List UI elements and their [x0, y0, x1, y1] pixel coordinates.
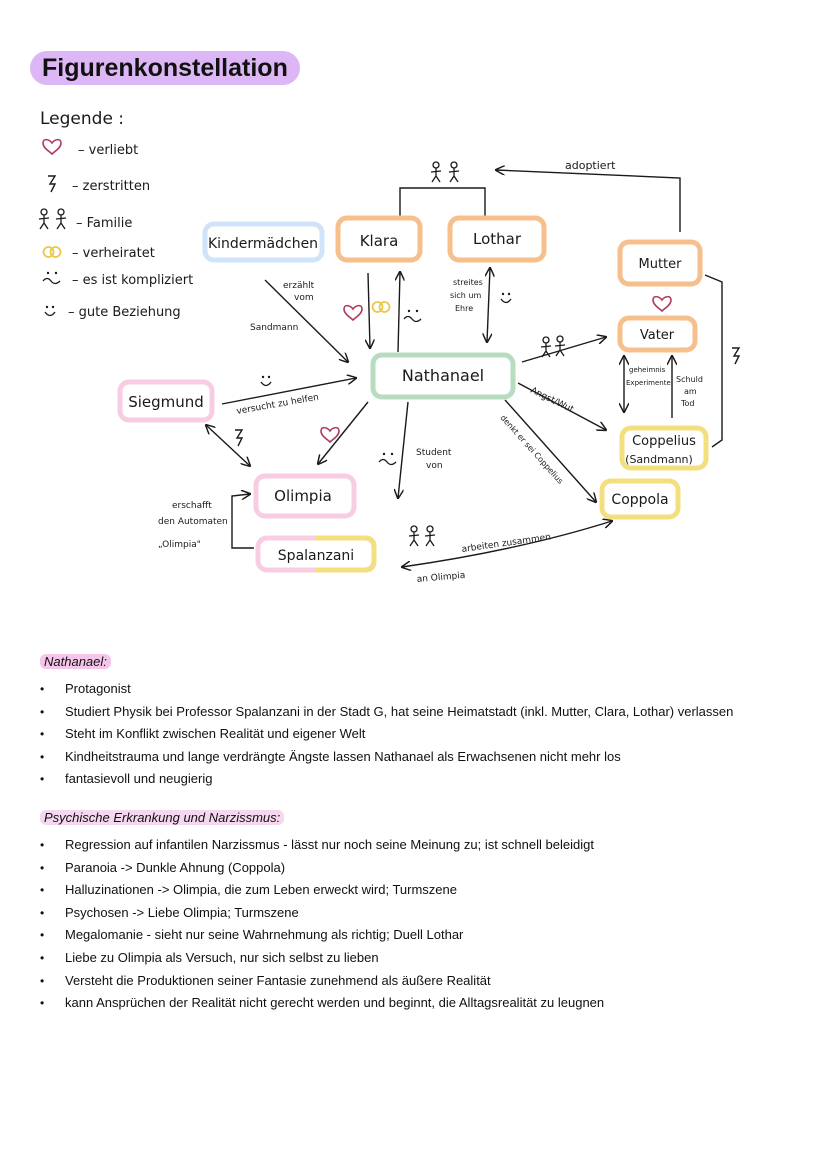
list-item: Steht im Konflikt zwischen Realität und …	[40, 723, 810, 746]
legend-label-kompliziert: – es ist kompliziert	[72, 273, 193, 288]
rings-icon	[42, 246, 62, 258]
smile-lothar-icon	[500, 292, 512, 304]
smile-icon	[44, 305, 56, 317]
legend: Legende : – verliebt – zerstritten – Fam…	[38, 109, 193, 320]
legend-title: Legende :	[40, 109, 124, 129]
node-coppelius-label: Coppelius	[632, 434, 696, 449]
list-item: Kindheitstrauma und lange verdrängte Äng…	[40, 746, 810, 769]
label-denkt: denkt er sei Coppelius	[499, 413, 565, 485]
label-sandmann: Sandmann	[250, 323, 298, 333]
label-streites-3: Ehre	[455, 304, 473, 313]
page-title: Figurenkonstellation	[30, 51, 300, 85]
lightning-siegmund-icon	[234, 429, 243, 447]
label-erschafft-3: „Olimpia"	[158, 540, 201, 550]
node-nathanael-label: Nathanael	[402, 366, 484, 385]
wavy-klara-icon	[403, 309, 422, 323]
heart-parents-icon	[652, 295, 672, 312]
list-item: Halluzinationen -> Olimpia, die zum Lebe…	[40, 879, 810, 902]
label-streites-2: sich um	[450, 291, 481, 300]
heart-olimpia-icon	[320, 426, 340, 443]
label-erzaehlt-1: erzählt	[283, 281, 315, 291]
list-item: Protagonist	[40, 678, 810, 701]
label-arbeiten: arbeiten zusammen	[461, 533, 552, 555]
node-spalanzani: Spalanzani	[255, 535, 377, 573]
node-mutter: Mutter	[617, 239, 703, 287]
wavy-face-icon	[42, 271, 61, 285]
node-kindermaedchen: Kindermädchen	[202, 221, 325, 263]
label-student-1: Student	[416, 448, 452, 458]
figure-constellation-diagram: Legende : – verliebt – zerstritten – Fam…	[38, 109, 740, 585]
lightning-mutter-icon	[731, 347, 740, 365]
list-item: Psychosen -> Liebe Olimpia; Turmszene	[40, 902, 810, 925]
legend-label-verliebt: – verliebt	[78, 143, 138, 158]
node-vater-label: Vater	[640, 328, 675, 343]
label-schuld-2: am	[684, 387, 697, 396]
list-item: Studiert Physik bei Professor Spalanzani…	[40, 701, 810, 724]
list-item: fantasievoll und neugierig	[40, 768, 810, 791]
legend-label-familie: – Familie	[76, 216, 132, 231]
nathanael-list: Protagonist Studiert Physik bei Professo…	[40, 678, 810, 791]
legend-label-verheiratet: – verheiratet	[72, 246, 155, 261]
node-siegmund-label: Siegmund	[128, 393, 204, 411]
label-erzaehlt-2: vom	[294, 293, 314, 303]
node-klara: Klara	[335, 215, 423, 263]
psyche-list: Regression auf infantilen Narzissmus - l…	[40, 834, 810, 1015]
list-item: Versteht die Produktionen seiner Fantasi…	[40, 970, 810, 993]
node-lothar: Lothar	[447, 215, 547, 263]
node-klara-label: Klara	[360, 232, 399, 250]
node-coppola: Coppola	[599, 478, 681, 520]
family-icon	[38, 208, 50, 230]
node-lothar-label: Lothar	[473, 230, 522, 248]
list-item: Liebe zu Olimpia als Versuch, nur sich s…	[40, 947, 810, 970]
label-geheimnis-2: Experimente	[626, 379, 671, 387]
node-kindermaedchen-label: Kindermädchen	[208, 236, 318, 252]
node-mutter-label: Mutter	[639, 257, 683, 272]
label-an-olimpia: an Olimpia	[416, 571, 465, 585]
label-erschafft-2: den Automaten	[158, 517, 228, 527]
section-heading-psyche: Psychische Erkrankung und Narzissmus:	[40, 809, 285, 825]
node-coppelius-sub: (Sandmann)	[625, 453, 693, 466]
family-icon-2	[55, 208, 67, 230]
label-student-2: von	[426, 461, 443, 471]
node-spalanzani-label: Spalanzani	[278, 548, 354, 564]
label-erschafft-1: erschafft	[172, 501, 212, 511]
smile-siegmund-icon	[260, 375, 272, 387]
list-item: Megalomanie - sieht nur seine Wahrnehmun…	[40, 924, 810, 947]
node-coppola-label: Coppola	[611, 492, 668, 508]
label-streites-1: streites	[453, 278, 483, 287]
heart-klara-icon	[343, 304, 363, 321]
heart-icon	[42, 138, 62, 155]
node-olimpia: Olimpia	[253, 473, 357, 519]
notes: Nathanael: Protagonist Studiert Physik b…	[40, 654, 810, 1015]
node-siegmund: Siegmund	[117, 379, 215, 423]
label-schuld-3: Tod	[680, 399, 695, 408]
legend-label-zerstritten: – zerstritten	[72, 179, 150, 194]
label-schuld-1: Schuld	[676, 375, 703, 384]
node-nathanael: Nathanael	[370, 352, 516, 400]
node-vater: Vater	[617, 315, 698, 353]
node-coppelius: Coppelius (Sandmann)	[619, 425, 709, 471]
list-item: Paranoia -> Dunkle Ahnung (Coppola)	[40, 857, 810, 880]
label-adoptiert: adoptiert	[565, 159, 616, 172]
lightning-icon	[47, 175, 56, 193]
list-item: kann Ansprüchen der Realität nicht gerec…	[40, 992, 810, 1015]
label-geheimnis-1: geheimnis	[629, 366, 666, 374]
label-versucht: versucht zu helfen	[236, 393, 320, 417]
section-heading-nathanael: Nathanael:	[40, 654, 111, 669]
label-angst: Angst/Wut	[529, 386, 576, 416]
node-olimpia-label: Olimpia	[274, 487, 332, 505]
wavy-spalanzani-icon	[378, 452, 397, 466]
list-item: Regression auf infantilen Narzissmus - l…	[40, 834, 810, 857]
rings-klara-icon	[371, 301, 391, 313]
legend-label-gute-beziehung: – gute Beziehung	[68, 305, 181, 320]
